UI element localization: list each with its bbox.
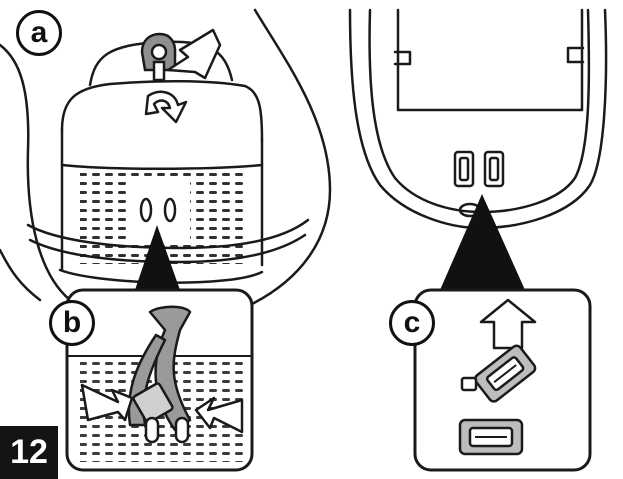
label-b: b <box>49 300 95 346</box>
rear-belt-slots <box>453 150 505 188</box>
label-c: c <box>389 300 435 346</box>
callout-c-wedge <box>440 194 525 290</box>
step-number-badge: 12 <box>0 426 58 479</box>
callout-b-wedge <box>135 225 180 290</box>
panel-c-rear-view <box>348 8 608 230</box>
seat-belt-slots <box>139 197 177 223</box>
headrest-knob <box>140 32 177 82</box>
panel-b-strap-detail <box>65 288 254 472</box>
arrow-to-knob-icon <box>166 28 222 80</box>
label-a: a <box>16 10 62 56</box>
panel-c-connector-detail <box>413 288 592 472</box>
seat-center-blank <box>128 180 190 240</box>
rotate-arrow-icon <box>144 90 188 124</box>
